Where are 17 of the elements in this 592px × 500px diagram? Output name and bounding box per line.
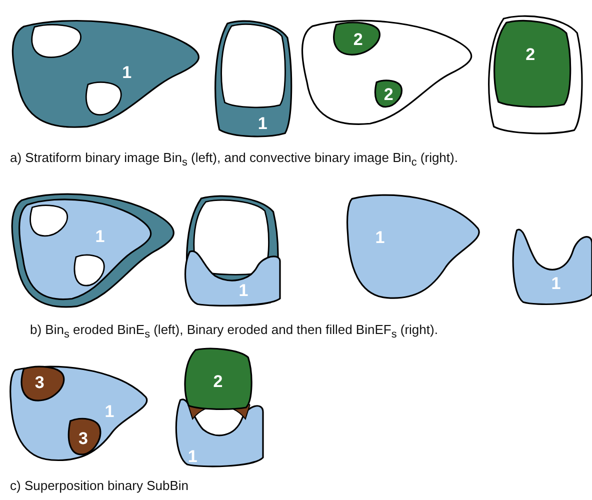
region-number: 2 [353, 30, 363, 50]
region-number: 2 [526, 45, 536, 66]
region-number: 2 [384, 85, 394, 106]
region-number: 3 [34, 373, 44, 394]
region-number: 1 [258, 114, 268, 134]
caption: c) Superposition binary SubBin [10, 478, 188, 493]
region-number: 1 [375, 228, 385, 248]
region-number: 1 [551, 274, 561, 294]
region-number: 1 [122, 62, 132, 82]
region-number: 1 [104, 402, 114, 422]
region-number: 1 [238, 281, 248, 302]
caption: b) Bin$_{s}$ eroded BinE$_{s}$ (left), Binary eroded and then filled BinEF$_{s}$ (right). [30, 322, 438, 341]
region-number: 2 [213, 372, 223, 392]
region-number: 1 [95, 227, 105, 248]
caption: a) Stratiform binary image Bin$_{s}$ (left), and convective binary image Bin$_{c}$ (right). [10, 150, 458, 169]
region-number: 1 [188, 446, 198, 467]
region-number: 3 [78, 428, 88, 449]
